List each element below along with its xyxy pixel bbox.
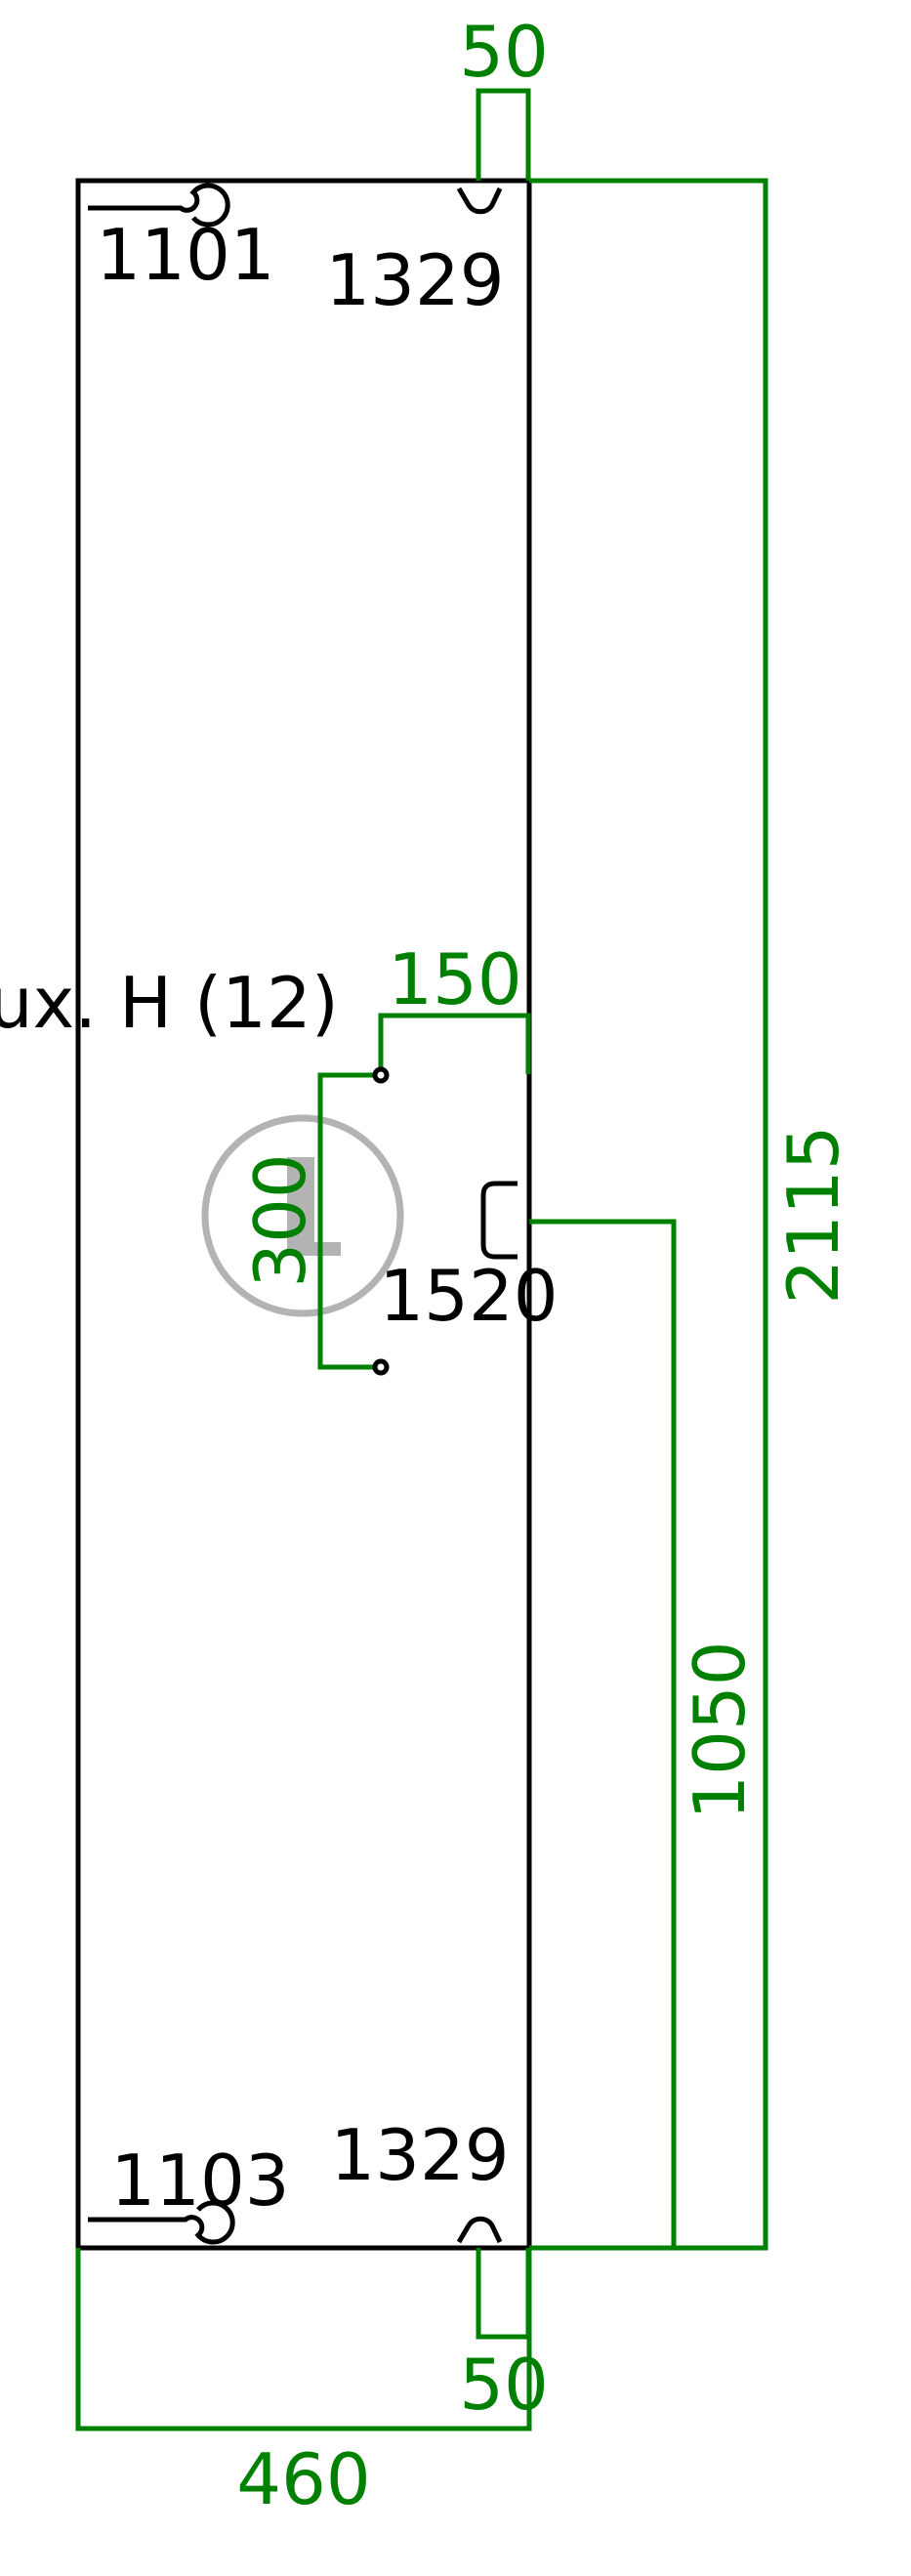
handle-bracket xyxy=(480,1181,518,1260)
handle-screw-top xyxy=(372,1066,390,1084)
dim-total-height: 2115 xyxy=(772,1125,854,1304)
dim-bottom-offset: 50 xyxy=(459,2344,549,2426)
handle-screw-bottom xyxy=(372,1358,390,1376)
dim-handle-span: 300 xyxy=(239,1153,321,1287)
label-hinge-bottom: 1103 xyxy=(110,2140,289,2222)
label-handle-code: 1520 xyxy=(379,1255,558,1337)
dim-handle-height: 1050 xyxy=(679,1641,761,1819)
dim-total-width: 460 xyxy=(236,2438,370,2520)
label-corner-bottom: 1329 xyxy=(330,2114,509,2196)
dim-top-offset: 50 xyxy=(459,11,549,93)
hinge-symbol-top xyxy=(88,183,230,228)
hinge-symbol-bottom xyxy=(88,2200,235,2245)
corner-symbol-bottom xyxy=(456,2216,503,2244)
dim-handle-depth: 150 xyxy=(388,938,521,1020)
dimension-lines xyxy=(75,88,768,2431)
circled-l-icon xyxy=(201,1114,404,1317)
corner-symbol-top xyxy=(456,187,503,215)
label-part-caption: ux. H (12) xyxy=(0,962,339,1044)
label-hinge-top: 1101 xyxy=(96,214,274,296)
label-corner-top: 1329 xyxy=(325,239,504,321)
door-panel-outline xyxy=(75,178,532,2251)
